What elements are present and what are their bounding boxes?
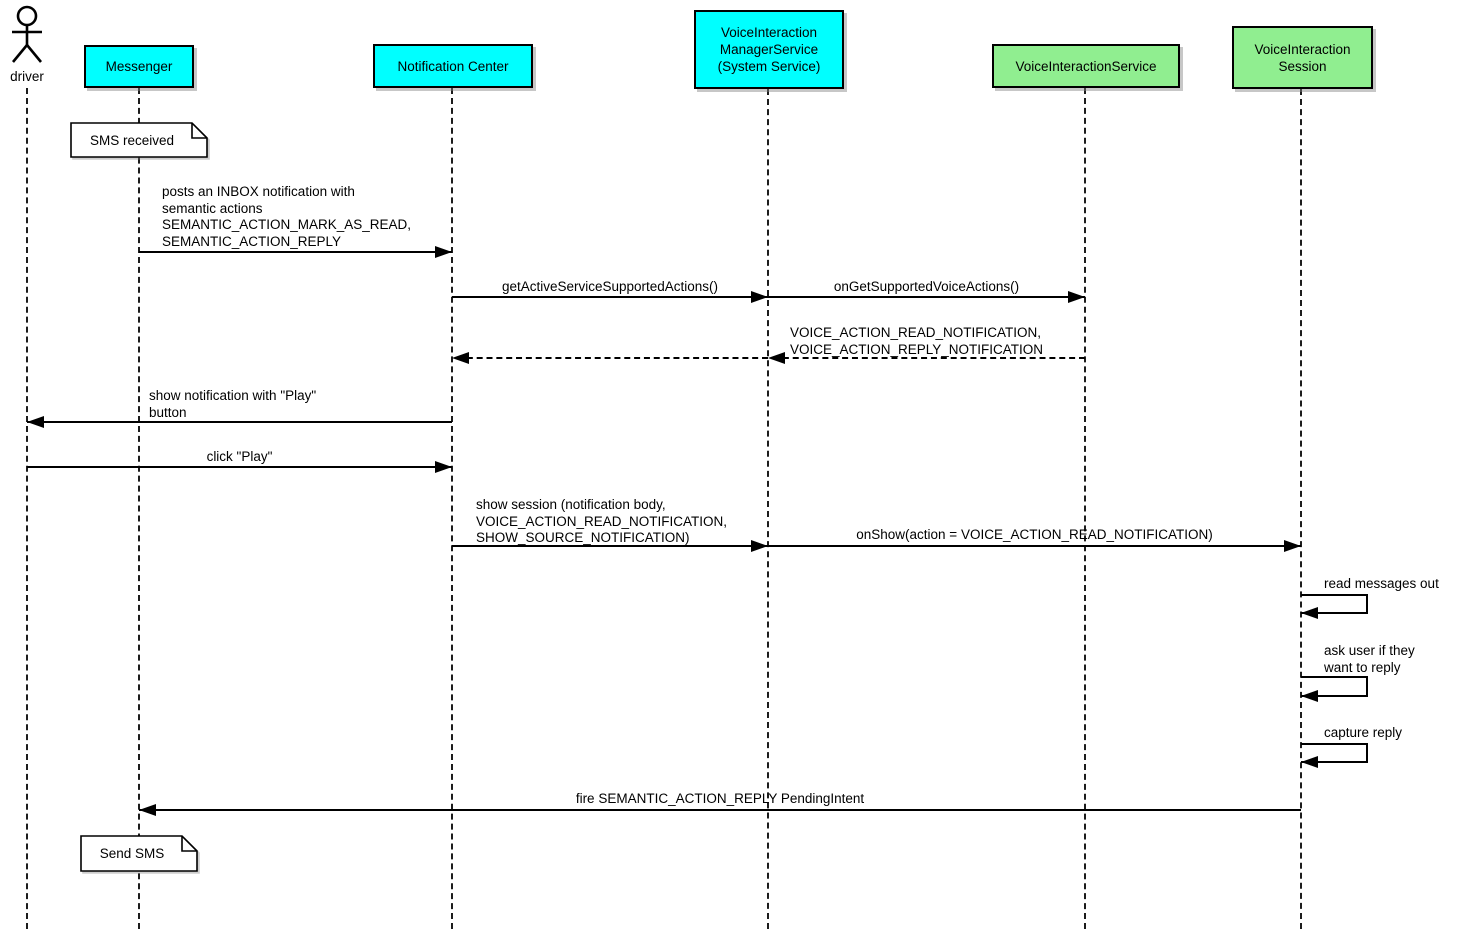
- arrowhead-right-icon: [435, 246, 452, 258]
- message-line: [139, 809, 1301, 811]
- participant-label: Messenger: [105, 59, 173, 74]
- arrowhead-left-icon: [452, 352, 469, 364]
- self-message-label-capture-reply: capture reply: [1324, 725, 1403, 740]
- participant-voiceinteractionservice: VoiceInteractionService: [992, 44, 1180, 88]
- participant-messenger: Messenger: [84, 45, 194, 88]
- message-label-show-session: show session (notification body, VOICE_A…: [476, 497, 728, 545]
- arrowhead-right-icon: [751, 540, 768, 552]
- message-label-posts-inbox-notification: posts an INBOX notification with semanti…: [162, 184, 412, 249]
- return-message-line: [773, 357, 1085, 359]
- arrowhead-left-icon: [1301, 607, 1318, 619]
- arrowhead-left-icon: [768, 352, 785, 364]
- participant-label: ManagerService: [719, 42, 819, 57]
- participant-label: Session: [1278, 58, 1327, 74]
- lifeline-messenger: [138, 88, 140, 929]
- participant-label: Notification Center: [397, 58, 509, 74]
- message-line: [27, 466, 452, 468]
- self-message-loop: [1301, 676, 1368, 697]
- message-label-get-active-service-supported-actions: getActiveServiceSupportedActions(): [501, 279, 719, 294]
- self-message-label-ask-user-reply: ask user if they want to reply: [1324, 643, 1415, 675]
- message-line: [27, 421, 452, 423]
- message-line: [139, 251, 452, 253]
- lifeline-voiceinteractionservice: [1084, 88, 1086, 929]
- arrowhead-left-icon: [27, 416, 44, 428]
- lifeline-voiceinteraction-managerservice: [767, 89, 769, 929]
- self-message-loop: [1301, 594, 1368, 614]
- participant-label: VoiceInteraction: [720, 25, 818, 40]
- message-line: [768, 545, 1301, 547]
- note-shape: [70, 122, 208, 158]
- participant-notification-center: Notification Center: [373, 44, 533, 88]
- message-label-fire-semantic-action-reply: fire SEMANTIC_ACTION_REPLY PendingIntent: [575, 791, 865, 806]
- arrowhead-right-icon: [751, 291, 768, 303]
- lifeline-notification-center: [451, 88, 453, 929]
- arrowhead-left-icon: [139, 804, 156, 816]
- message-label-on-get-supported-voice-actions: onGetSupportedVoiceActions(): [833, 279, 1020, 294]
- arrowhead-right-icon: [1284, 540, 1301, 552]
- note-text: SMS received: [89, 132, 175, 148]
- participant-voiceinteraction-managerservice: VoiceInteraction ManagerService (System …: [694, 10, 844, 89]
- participant-label: (System Service): [717, 59, 821, 74]
- arrowhead-left-icon: [1301, 756, 1318, 768]
- message-label-on-show: onShow(action = VOICE_ACTION_READ_NOTIFI…: [856, 527, 1213, 542]
- self-message-label-read-messages-out: read messages out: [1324, 576, 1439, 591]
- note-sms-received: SMS received: [70, 122, 208, 158]
- note-text: Send SMS: [99, 846, 165, 861]
- arrowhead-right-icon: [1068, 291, 1085, 303]
- self-message-loop: [1301, 743, 1368, 763]
- note-shape: [80, 835, 198, 872]
- message-line: [768, 296, 1085, 298]
- lifeline-driver: [26, 88, 28, 929]
- message-label-click-play: click "Play": [206, 449, 273, 464]
- participant-label: VoiceInteractionService: [1015, 58, 1157, 74]
- message-label-show-notification: show notification with "Play" button: [149, 388, 317, 420]
- message-line: [452, 545, 768, 547]
- actor-stick-figure-icon: [11, 5, 43, 63]
- arrowhead-left-icon: [1301, 690, 1318, 702]
- message-label-voice-action-return: VOICE_ACTION_READ_NOTIFICATION, VOICE_AC…: [790, 325, 1044, 357]
- message-line: [452, 296, 768, 298]
- actor-label: driver: [10, 69, 44, 84]
- arrowhead-right-icon: [435, 461, 452, 473]
- return-message-line: [457, 357, 768, 359]
- lifeline-voiceinteraction-session: [1300, 89, 1302, 929]
- participant-voiceinteraction-session: VoiceInteraction Session: [1232, 26, 1373, 89]
- participant-label: VoiceInteraction: [1254, 41, 1351, 57]
- note-send-sms: Send SMS: [80, 835, 198, 872]
